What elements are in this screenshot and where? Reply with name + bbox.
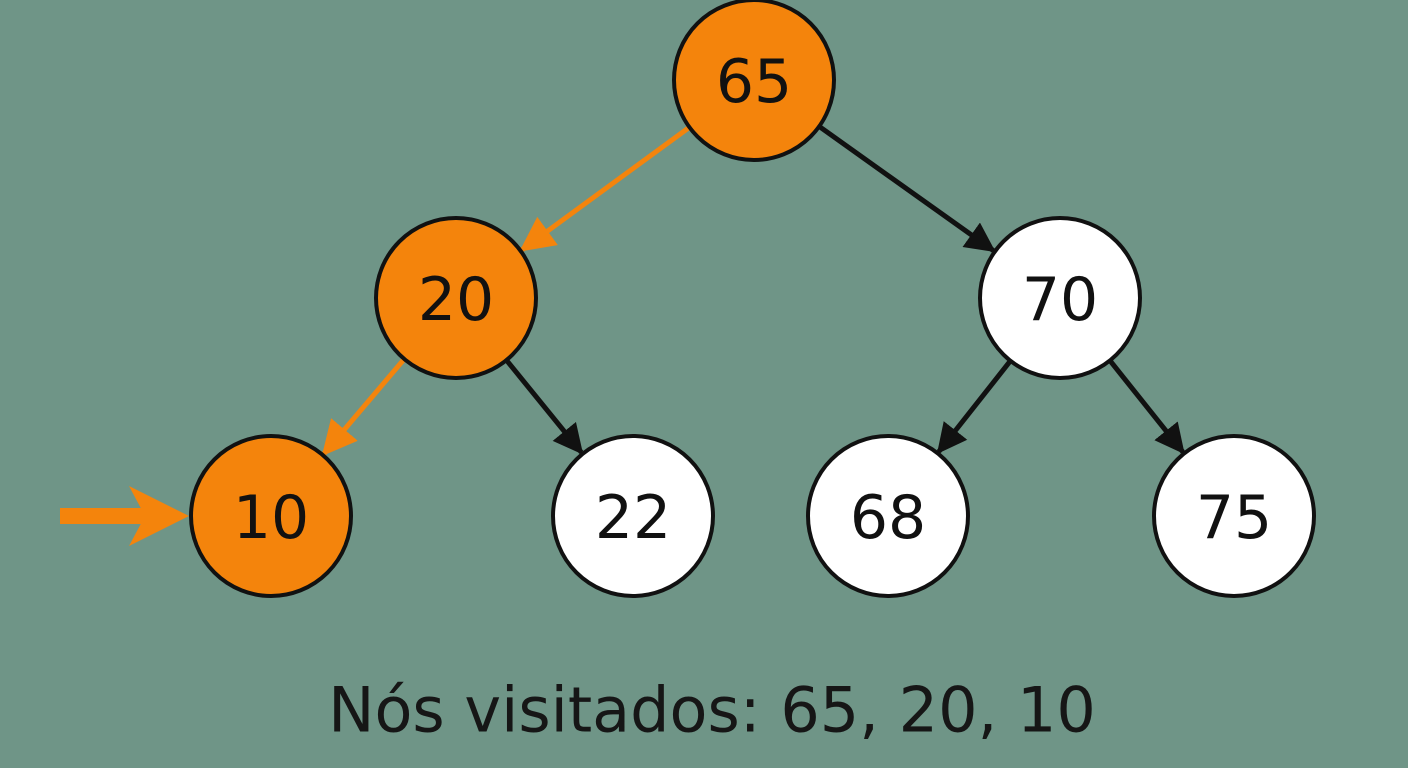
node-circle [806, 434, 970, 598]
node-circle [978, 216, 1142, 380]
node-label: 70 [1022, 265, 1098, 335]
edges [321, 123, 1185, 457]
visited-nodes-caption: Nós visitados: 65, 20, 10 [328, 674, 1096, 747]
node-10: 10 [189, 434, 353, 598]
edge-20-22 [503, 356, 584, 455]
node-circle [1152, 434, 1316, 598]
edge-65-70 [816, 123, 996, 253]
pointer-arrow-icon [129, 486, 189, 546]
edge-20-10 [321, 355, 408, 457]
node-68: 68 [806, 434, 970, 598]
node-label: 22 [595, 483, 671, 553]
node-label: 20 [418, 265, 494, 335]
node-label: 10 [233, 483, 309, 553]
node-circle [672, 0, 836, 162]
node-75: 75 [1152, 434, 1316, 598]
edge-70-75 [1106, 357, 1185, 455]
node-70: 70 [978, 216, 1142, 380]
current-node-pointer [60, 486, 189, 546]
node-22: 22 [551, 434, 715, 598]
edge-70-68 [936, 357, 1014, 454]
node-20: 20 [374, 216, 538, 380]
edge-65-20 [519, 124, 693, 252]
node-circle [551, 434, 715, 598]
node-label: 75 [1196, 483, 1272, 553]
node-circle [374, 216, 538, 380]
node-circle [189, 434, 353, 598]
node-label: 68 [850, 483, 926, 553]
nodes: 65 20 70 10 22 68 75 [189, 0, 1316, 598]
node-label: 65 [716, 47, 792, 117]
node-65: 65 [672, 0, 836, 162]
